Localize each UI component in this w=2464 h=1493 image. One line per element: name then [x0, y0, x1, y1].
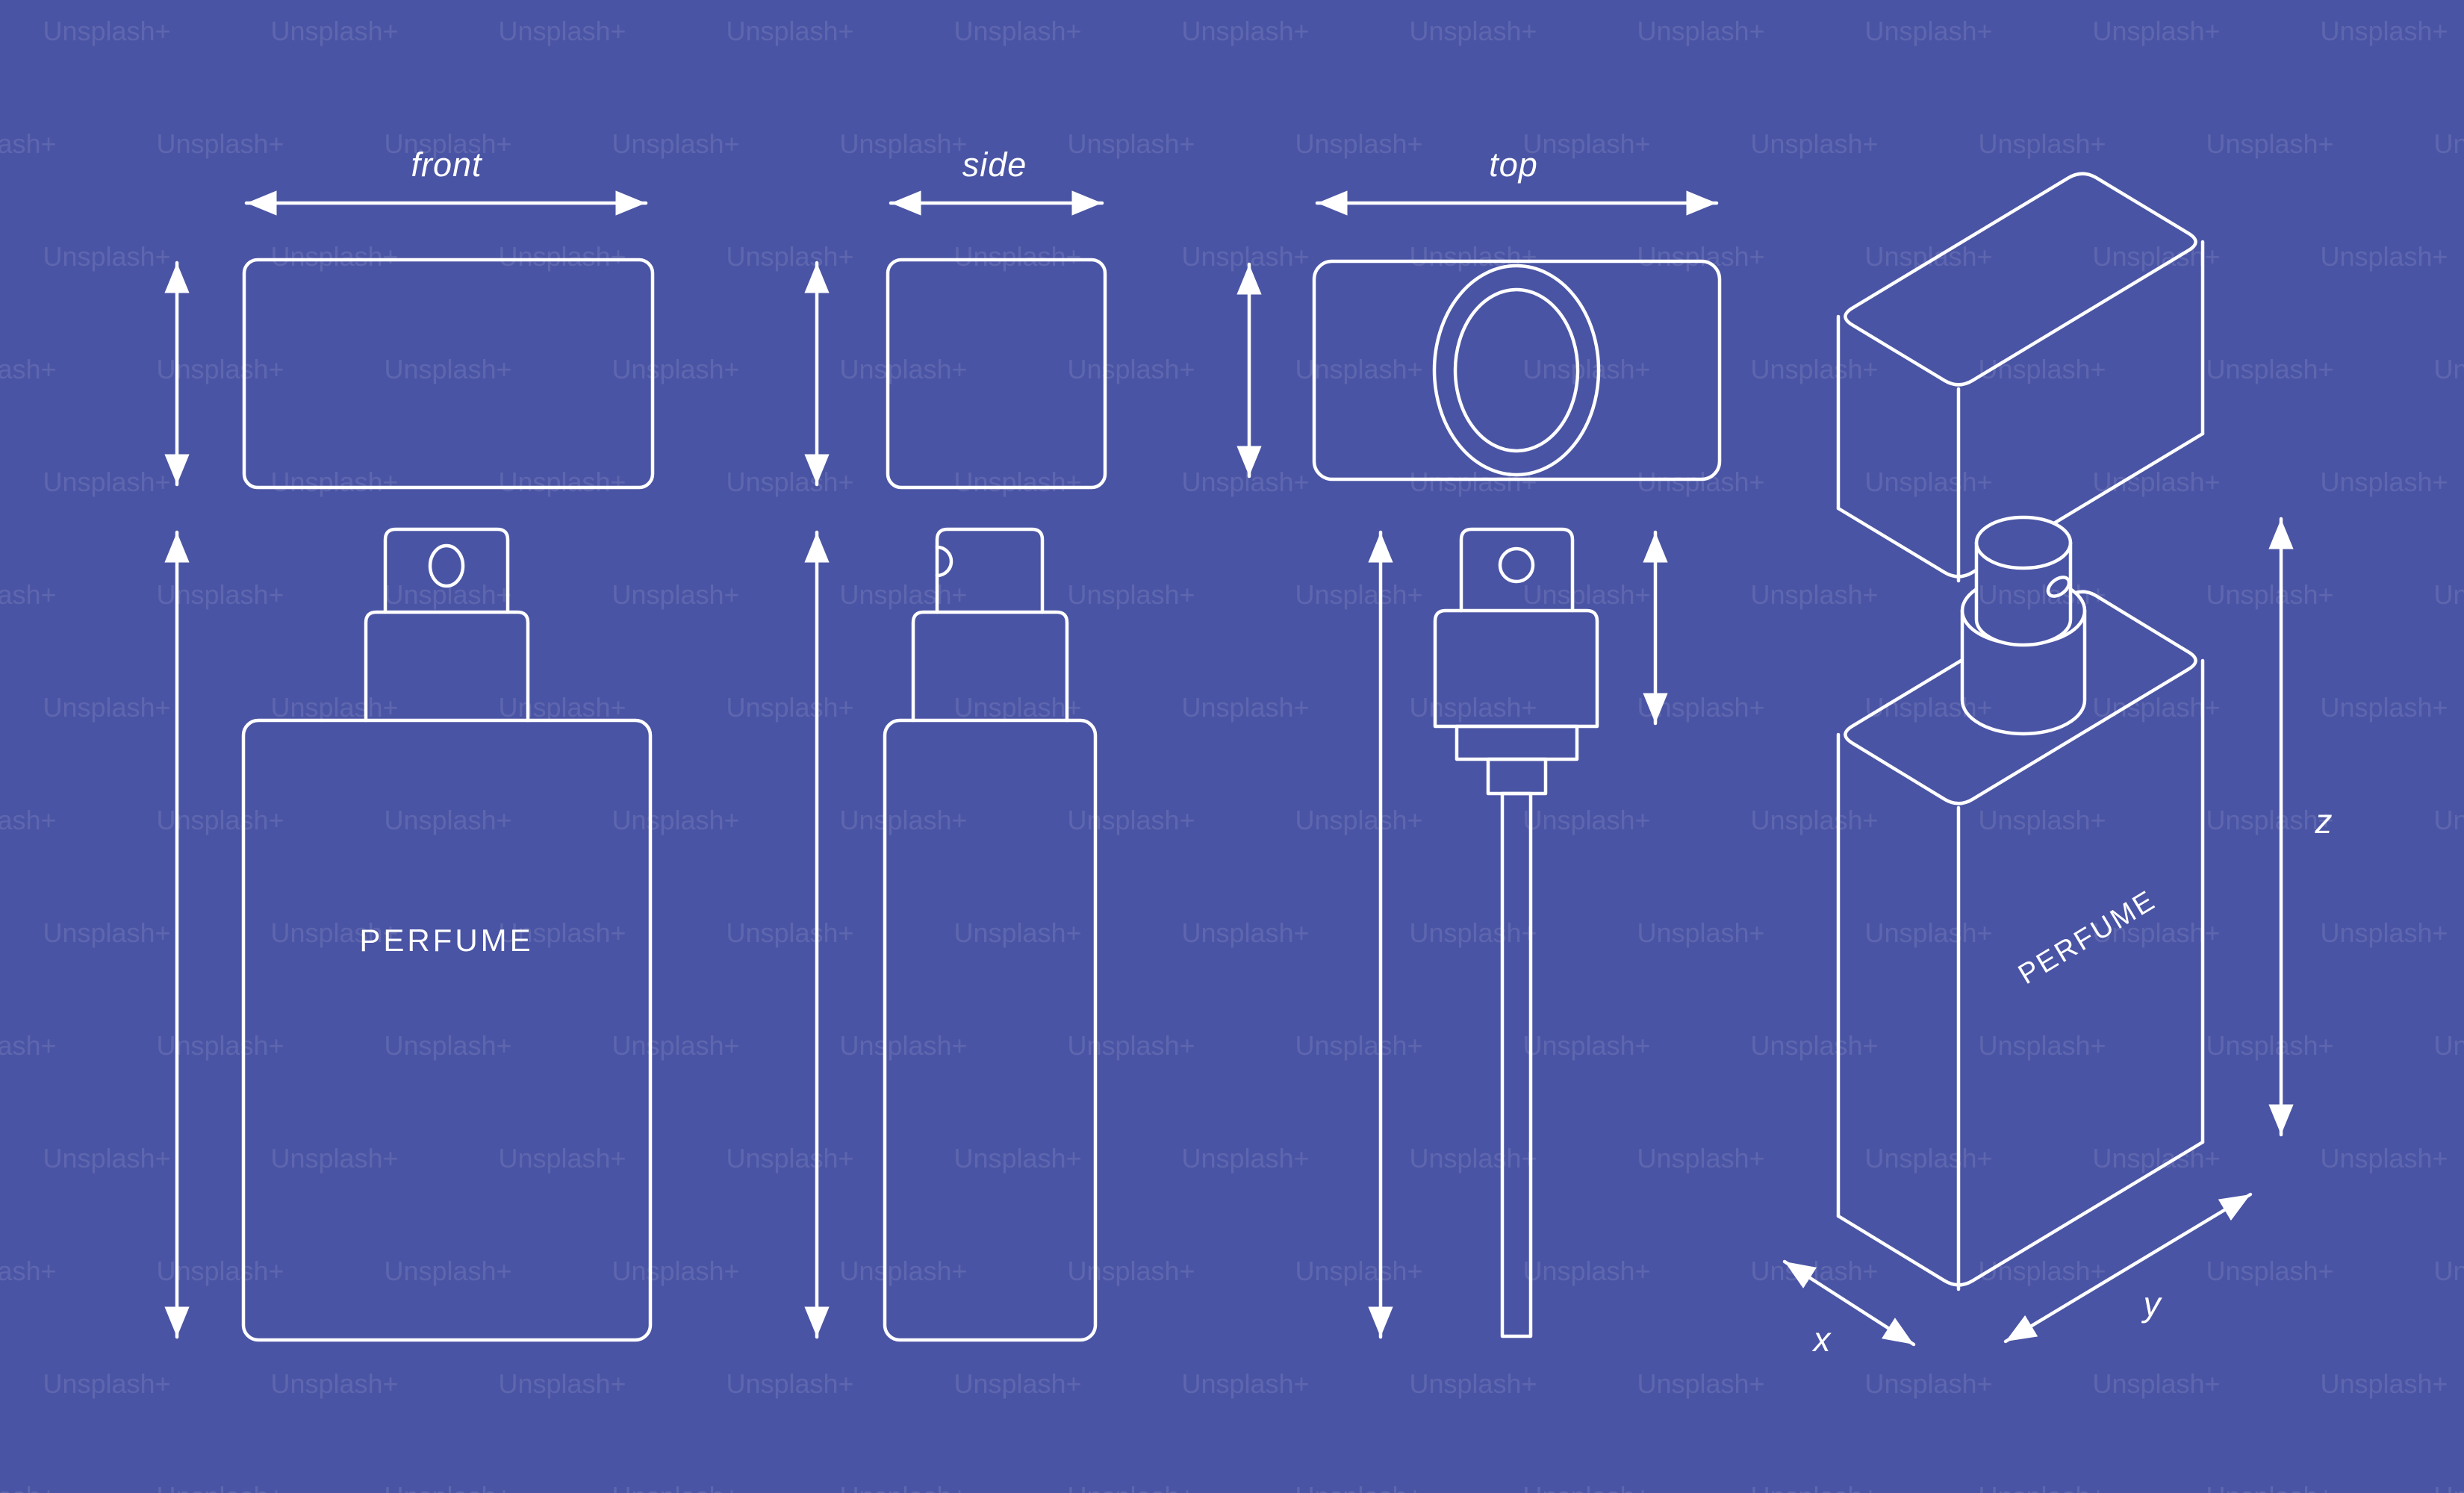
front-spray-hole	[428, 543, 465, 588]
top-outline	[1312, 259, 1722, 481]
side-cap-outline	[886, 258, 1107, 490]
front-view: front PERFUME	[164, 146, 655, 1342]
side-nozzle-outline	[935, 527, 1045, 614]
side-view-label: side	[962, 146, 1027, 184]
iso-y-axis-arrow	[2003, 1192, 2253, 1344]
side-spray-hole	[935, 545, 953, 578]
sprayer-spray-hole	[1498, 546, 1535, 584]
front-nozzle-outline	[383, 527, 510, 614]
front-bottle-outline	[241, 718, 653, 1342]
sprayer-detail-view	[1368, 527, 1668, 1339]
iso-nozzle-cylinder	[1974, 515, 2073, 647]
sprayer-nozzle-outline	[1459, 527, 1575, 613]
front-bottle-brand: PERFUME	[359, 923, 533, 958]
isometric-view: PERFUME x y z	[1782, 172, 2333, 1359]
sprayer-body-outline	[1433, 608, 1599, 729]
sprayer-dip-tube	[1500, 791, 1533, 1338]
sprayer-step-lower	[1486, 757, 1548, 796]
iso-bottle-bottom-edges	[1836, 1140, 2205, 1287]
top-collar-ring-inner	[1453, 287, 1580, 453]
side-bottle-outline	[883, 718, 1098, 1342]
iso-y-axis-label: y	[2141, 1285, 2163, 1324]
front-view-label: front	[411, 146, 483, 184]
front-collar-outline	[364, 610, 530, 723]
iso-z-axis-label: z	[2315, 802, 2333, 841]
iso-cap-bottom-edges	[1836, 431, 2205, 579]
iso-x-axis-label: x	[1812, 1320, 1832, 1359]
top-view-label: top	[1489, 146, 1538, 184]
iso-x-axis-arrow	[1782, 1259, 1916, 1347]
front-cap-outline	[242, 258, 655, 490]
iso-spray-hole	[2046, 576, 2071, 598]
iso-cap-top-face	[1844, 172, 2197, 387]
side-view: side	[804, 146, 1107, 1342]
iso-nozzle-top-rim	[1974, 540, 2073, 570]
iso-bottle-brand: PERFUME	[2013, 885, 2162, 991]
side-collar-outline	[911, 610, 1069, 723]
sprayer-step-upper	[1455, 724, 1579, 761]
top-collar-ring-outer	[1432, 264, 1601, 477]
iso-bottle-top-face	[1844, 590, 2197, 805]
top-view: top	[1236, 146, 1722, 481]
